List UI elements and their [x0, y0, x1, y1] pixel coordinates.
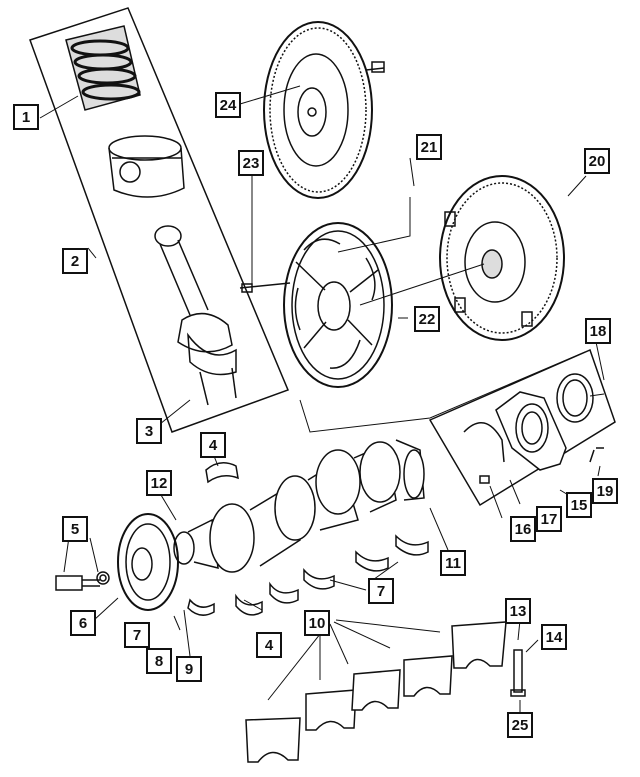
- seal-group-frame: [428, 348, 616, 507]
- callout-4: 4: [200, 432, 226, 458]
- callout-5: 5: [62, 516, 88, 542]
- callout-15: 15: [566, 492, 592, 518]
- callout-14: 14: [541, 624, 567, 650]
- callout-21: 21: [416, 134, 442, 160]
- torque-converter: [439, 175, 565, 341]
- piston-rings: [65, 25, 141, 111]
- callout-4b: 4: [256, 632, 282, 658]
- main-cap-bolt: [510, 649, 526, 697]
- callout-23: 23: [238, 150, 264, 176]
- callout-24: 24: [215, 92, 241, 118]
- crankshaft: [173, 439, 425, 573]
- vibration-damper: [55, 513, 179, 611]
- callout-25: 25: [507, 712, 533, 738]
- callout-12: 12: [146, 470, 172, 496]
- callout-11: 11: [440, 550, 466, 576]
- bearing-shells: [187, 462, 429, 616]
- callout-13: 13: [505, 598, 531, 624]
- callout-10: 10: [304, 610, 330, 636]
- piston-group-frame: [29, 7, 289, 433]
- callout-7b: 7: [368, 578, 394, 604]
- callout-6: 6: [70, 610, 96, 636]
- dashed-leaders: [299, 197, 586, 433]
- connecting-rod: [154, 225, 237, 406]
- flexplate: [239, 222, 393, 388]
- callout-3: 3: [136, 418, 162, 444]
- callout-2: 2: [62, 248, 88, 274]
- callout-20: 20: [584, 148, 610, 174]
- leader-lines: [39, 85, 605, 712]
- callout-8: 8: [146, 648, 172, 674]
- main-bearing-caps: [245, 621, 507, 763]
- callout-7: 7: [124, 622, 150, 648]
- piston: [108, 135, 185, 198]
- callout-16: 16: [510, 516, 536, 542]
- rear-seal-retainer: [463, 373, 604, 484]
- callout-18: 18: [585, 318, 611, 344]
- callout-1: 1: [13, 104, 39, 130]
- callout-19: 19: [592, 478, 618, 504]
- callout-17: 17: [536, 506, 562, 532]
- callout-22: 22: [414, 306, 440, 332]
- flywheel: [263, 21, 385, 199]
- callout-9: 9: [176, 656, 202, 682]
